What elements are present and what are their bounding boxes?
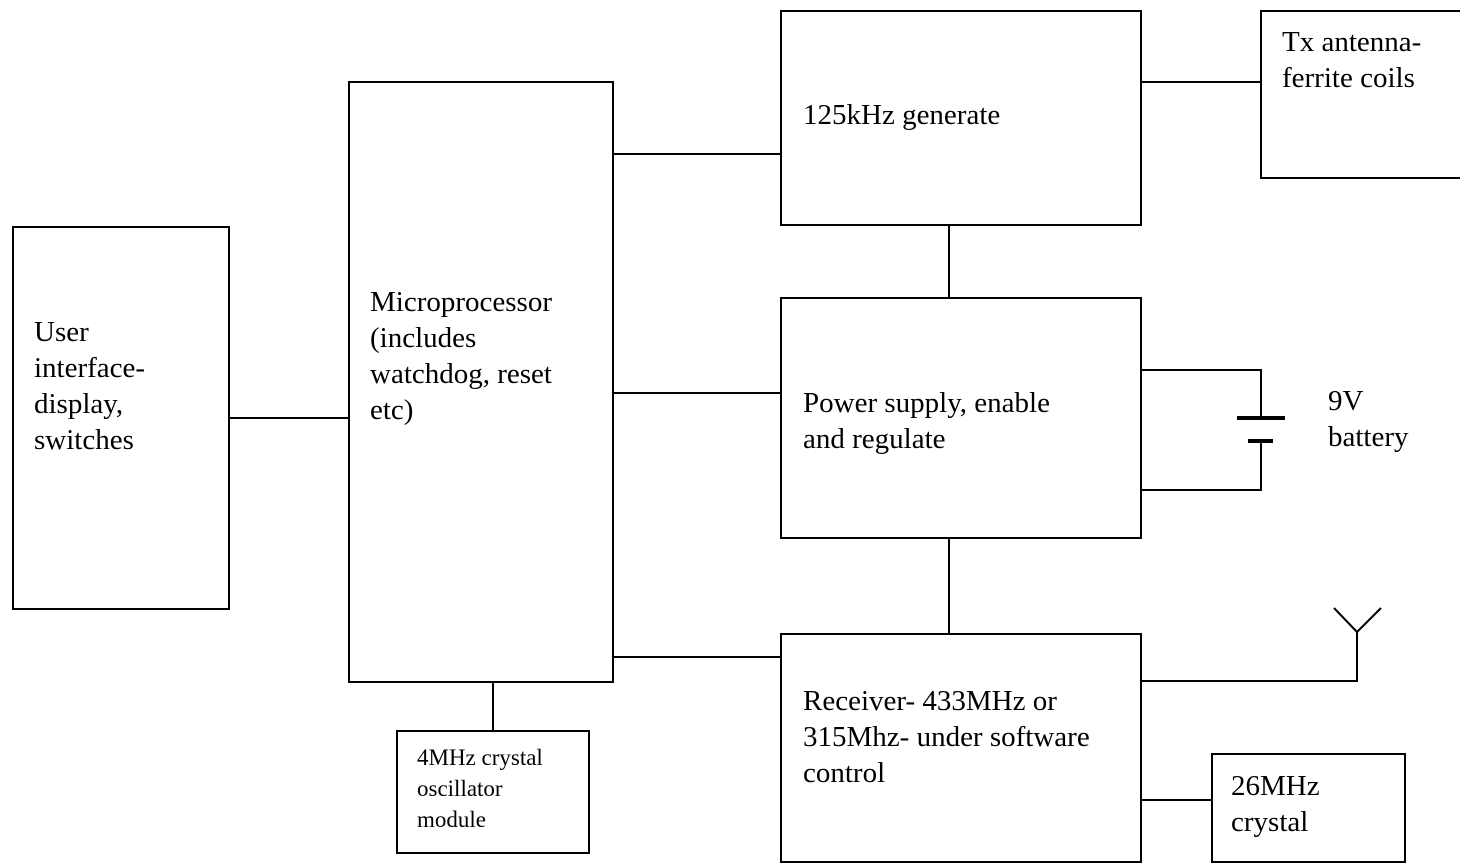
generator-block: 125kHz generate (780, 10, 1142, 226)
microprocessor-label: Microprocessor (includes watchdog, reset… (370, 286, 553, 426)
receiver-block: Receiver- 433MHz or 315Mhz- under softwa… (780, 633, 1142, 863)
battery-label: 9V battery (1328, 385, 1409, 453)
receiver-label: Receiver- 433MHz or 315Mhz- under softwa… (803, 685, 1090, 789)
power-supply-label: Power supply, enable and regulate (803, 387, 1050, 455)
tx-antenna-block: Tx antenna- ferrite coils (1260, 10, 1460, 179)
connector-power-battery-bottom (1140, 441, 1262, 491)
connector-receiver-antenna (1140, 632, 1358, 682)
connector-power-battery-top (1140, 369, 1262, 418)
crystal-label: 26MHz crystal (1231, 770, 1320, 838)
microprocessor-block: Microprocessor (includes watchdog, reset… (348, 81, 614, 683)
oscillator-label: 4MHz crystal oscillator module (417, 745, 543, 832)
user-interface-block: User interface- display, switches (12, 226, 230, 610)
tx-antenna-label: Tx antenna- ferrite coils (1282, 26, 1422, 94)
user-interface-label: User interface- display, switches (34, 316, 146, 456)
crystal-block: 26MHz crystal (1211, 753, 1406, 863)
generator-label: 125kHz generate (803, 99, 1001, 131)
battery-icon (1237, 416, 1285, 443)
oscillator-block: 4MHz crystal oscillator module (396, 730, 590, 854)
power-supply-block: Power supply, enable and regulate (780, 297, 1142, 539)
antenna-icon (1333, 607, 1382, 633)
